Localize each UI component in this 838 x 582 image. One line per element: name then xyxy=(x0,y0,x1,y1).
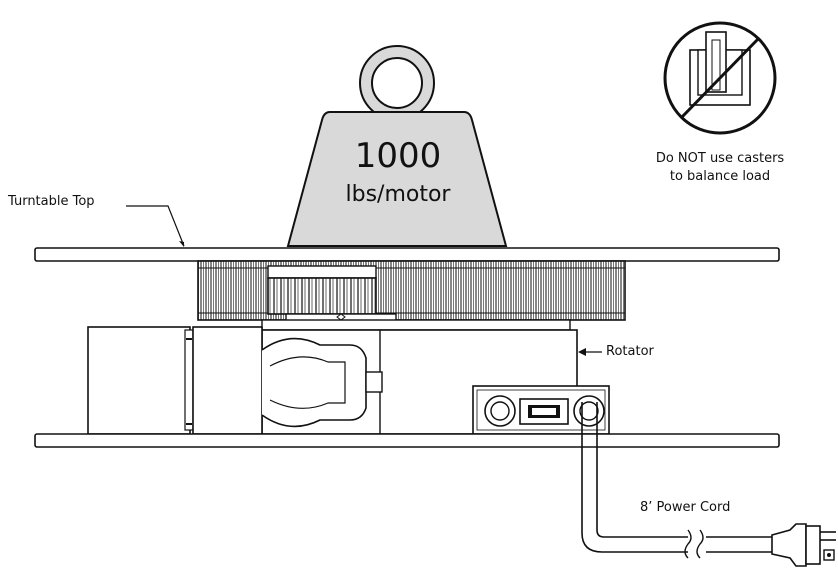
turntable-top-plate xyxy=(34,247,780,262)
rotator-label: Rotator xyxy=(606,344,654,359)
no-casters-icon xyxy=(663,21,777,135)
base-plate xyxy=(34,433,780,448)
power-cord xyxy=(581,402,836,567)
weight-value: 1000 xyxy=(354,136,442,176)
motor xyxy=(87,326,383,435)
casters-warning: Do NOT use casters to balance load xyxy=(620,150,820,186)
turntable-top-label: Turntable Top xyxy=(8,194,95,209)
ring-gear xyxy=(197,260,626,321)
rotator-leader xyxy=(578,348,602,356)
weight-icon xyxy=(286,45,508,247)
casters-warning-line2: to balance load xyxy=(669,169,771,184)
casters-warning-line1: Do NOT use casters xyxy=(655,151,785,166)
weight-unit: lbs/motor xyxy=(345,182,451,207)
rotator-flange xyxy=(261,319,571,331)
turntable-top-leader xyxy=(126,205,185,247)
power-cord-label: 8’ Power Cord xyxy=(640,500,731,515)
control-panel xyxy=(472,385,610,435)
pinion-gear xyxy=(267,265,397,325)
